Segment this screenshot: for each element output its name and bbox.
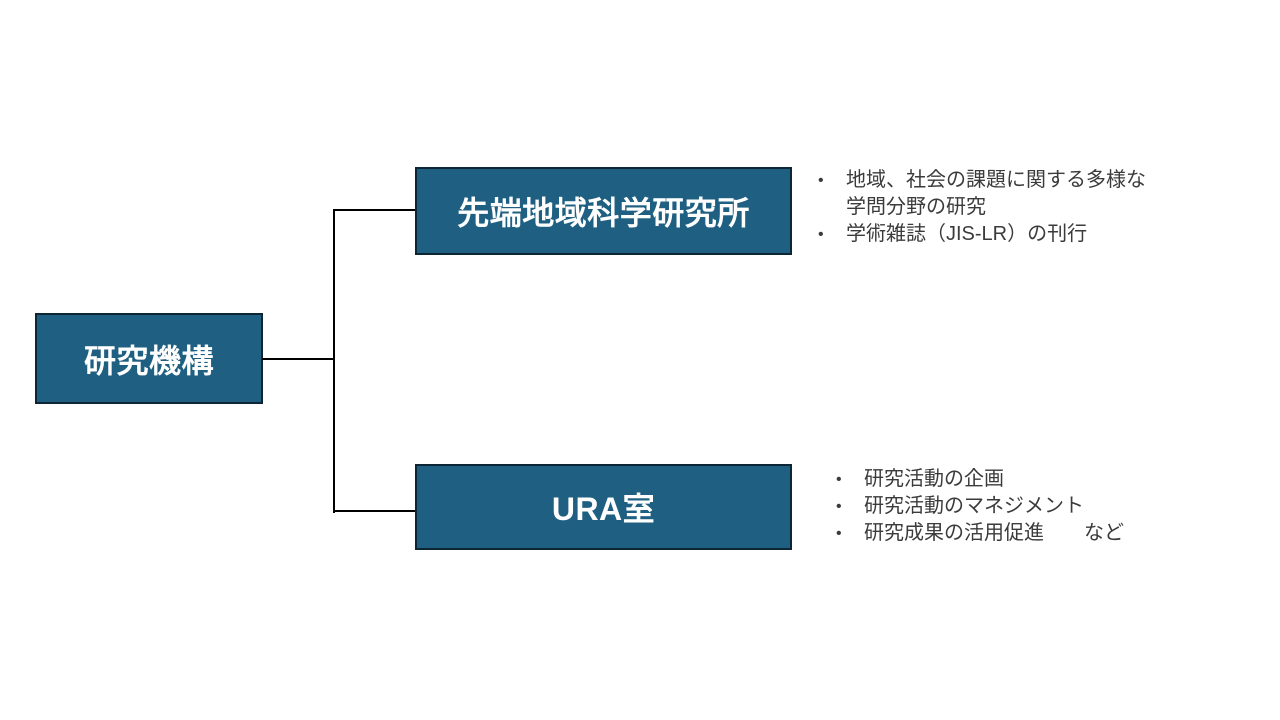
bullet-text-institute-journal: 学術雑誌（JIS-LR）の刊行: [846, 223, 1088, 245]
ura-bullet-list: • 研究活動の企画 • 研究活動のマネジメント • 研究成果の活用促進 など: [836, 466, 1216, 547]
connector-vertical-trunk: [333, 209, 335, 513]
bullet-text-ura-promotion: 研究成果の活用促進 など: [864, 522, 1124, 544]
org-box-research-organization-label: 研究機構: [83, 342, 214, 379]
bullet-text-ura-management: 研究活動のマネジメント: [864, 495, 1084, 517]
org-box-ura-office-label: URA室: [551, 491, 656, 527]
connector-root-horizontal: [262, 358, 334, 360]
bullet-marker: •: [836, 525, 842, 542]
org-box-institute-label: 先端地域科学研究所: [457, 195, 750, 231]
org-box-research-organization: 研究機構: [35, 313, 263, 404]
list-item: • 研究成果の活用促進 など: [836, 520, 1216, 547]
org-box-institute: 先端地域科学研究所: [415, 167, 792, 255]
bullet-text-ura-planning: 研究活動の企画: [864, 468, 1004, 490]
list-item: • 研究活動のマネジメント: [836, 493, 1216, 520]
org-box-ura-office: URA室: [415, 464, 792, 550]
list-item: • 地域、社会の課題に関する多様な 学問分野の研究: [818, 167, 1218, 221]
institute-bullet-list: • 地域、社会の課題に関する多様な 学問分野の研究 • 学術雑誌（JIS-LR）…: [818, 167, 1218, 248]
list-item: • 研究活動の企画: [836, 466, 1216, 493]
bullet-marker: •: [836, 471, 842, 488]
connector-institute-branch: [333, 209, 415, 211]
bullet-marker: •: [818, 172, 824, 189]
bullet-marker: •: [836, 498, 842, 515]
list-item: • 学術雑誌（JIS-LR）の刊行: [818, 221, 1218, 248]
connector-ura-branch: [333, 510, 415, 512]
bullet-text-institute-research: 地域、社会の課題に関する多様な 学問分野の研究: [846, 169, 1146, 218]
bullet-marker: •: [818, 226, 824, 243]
